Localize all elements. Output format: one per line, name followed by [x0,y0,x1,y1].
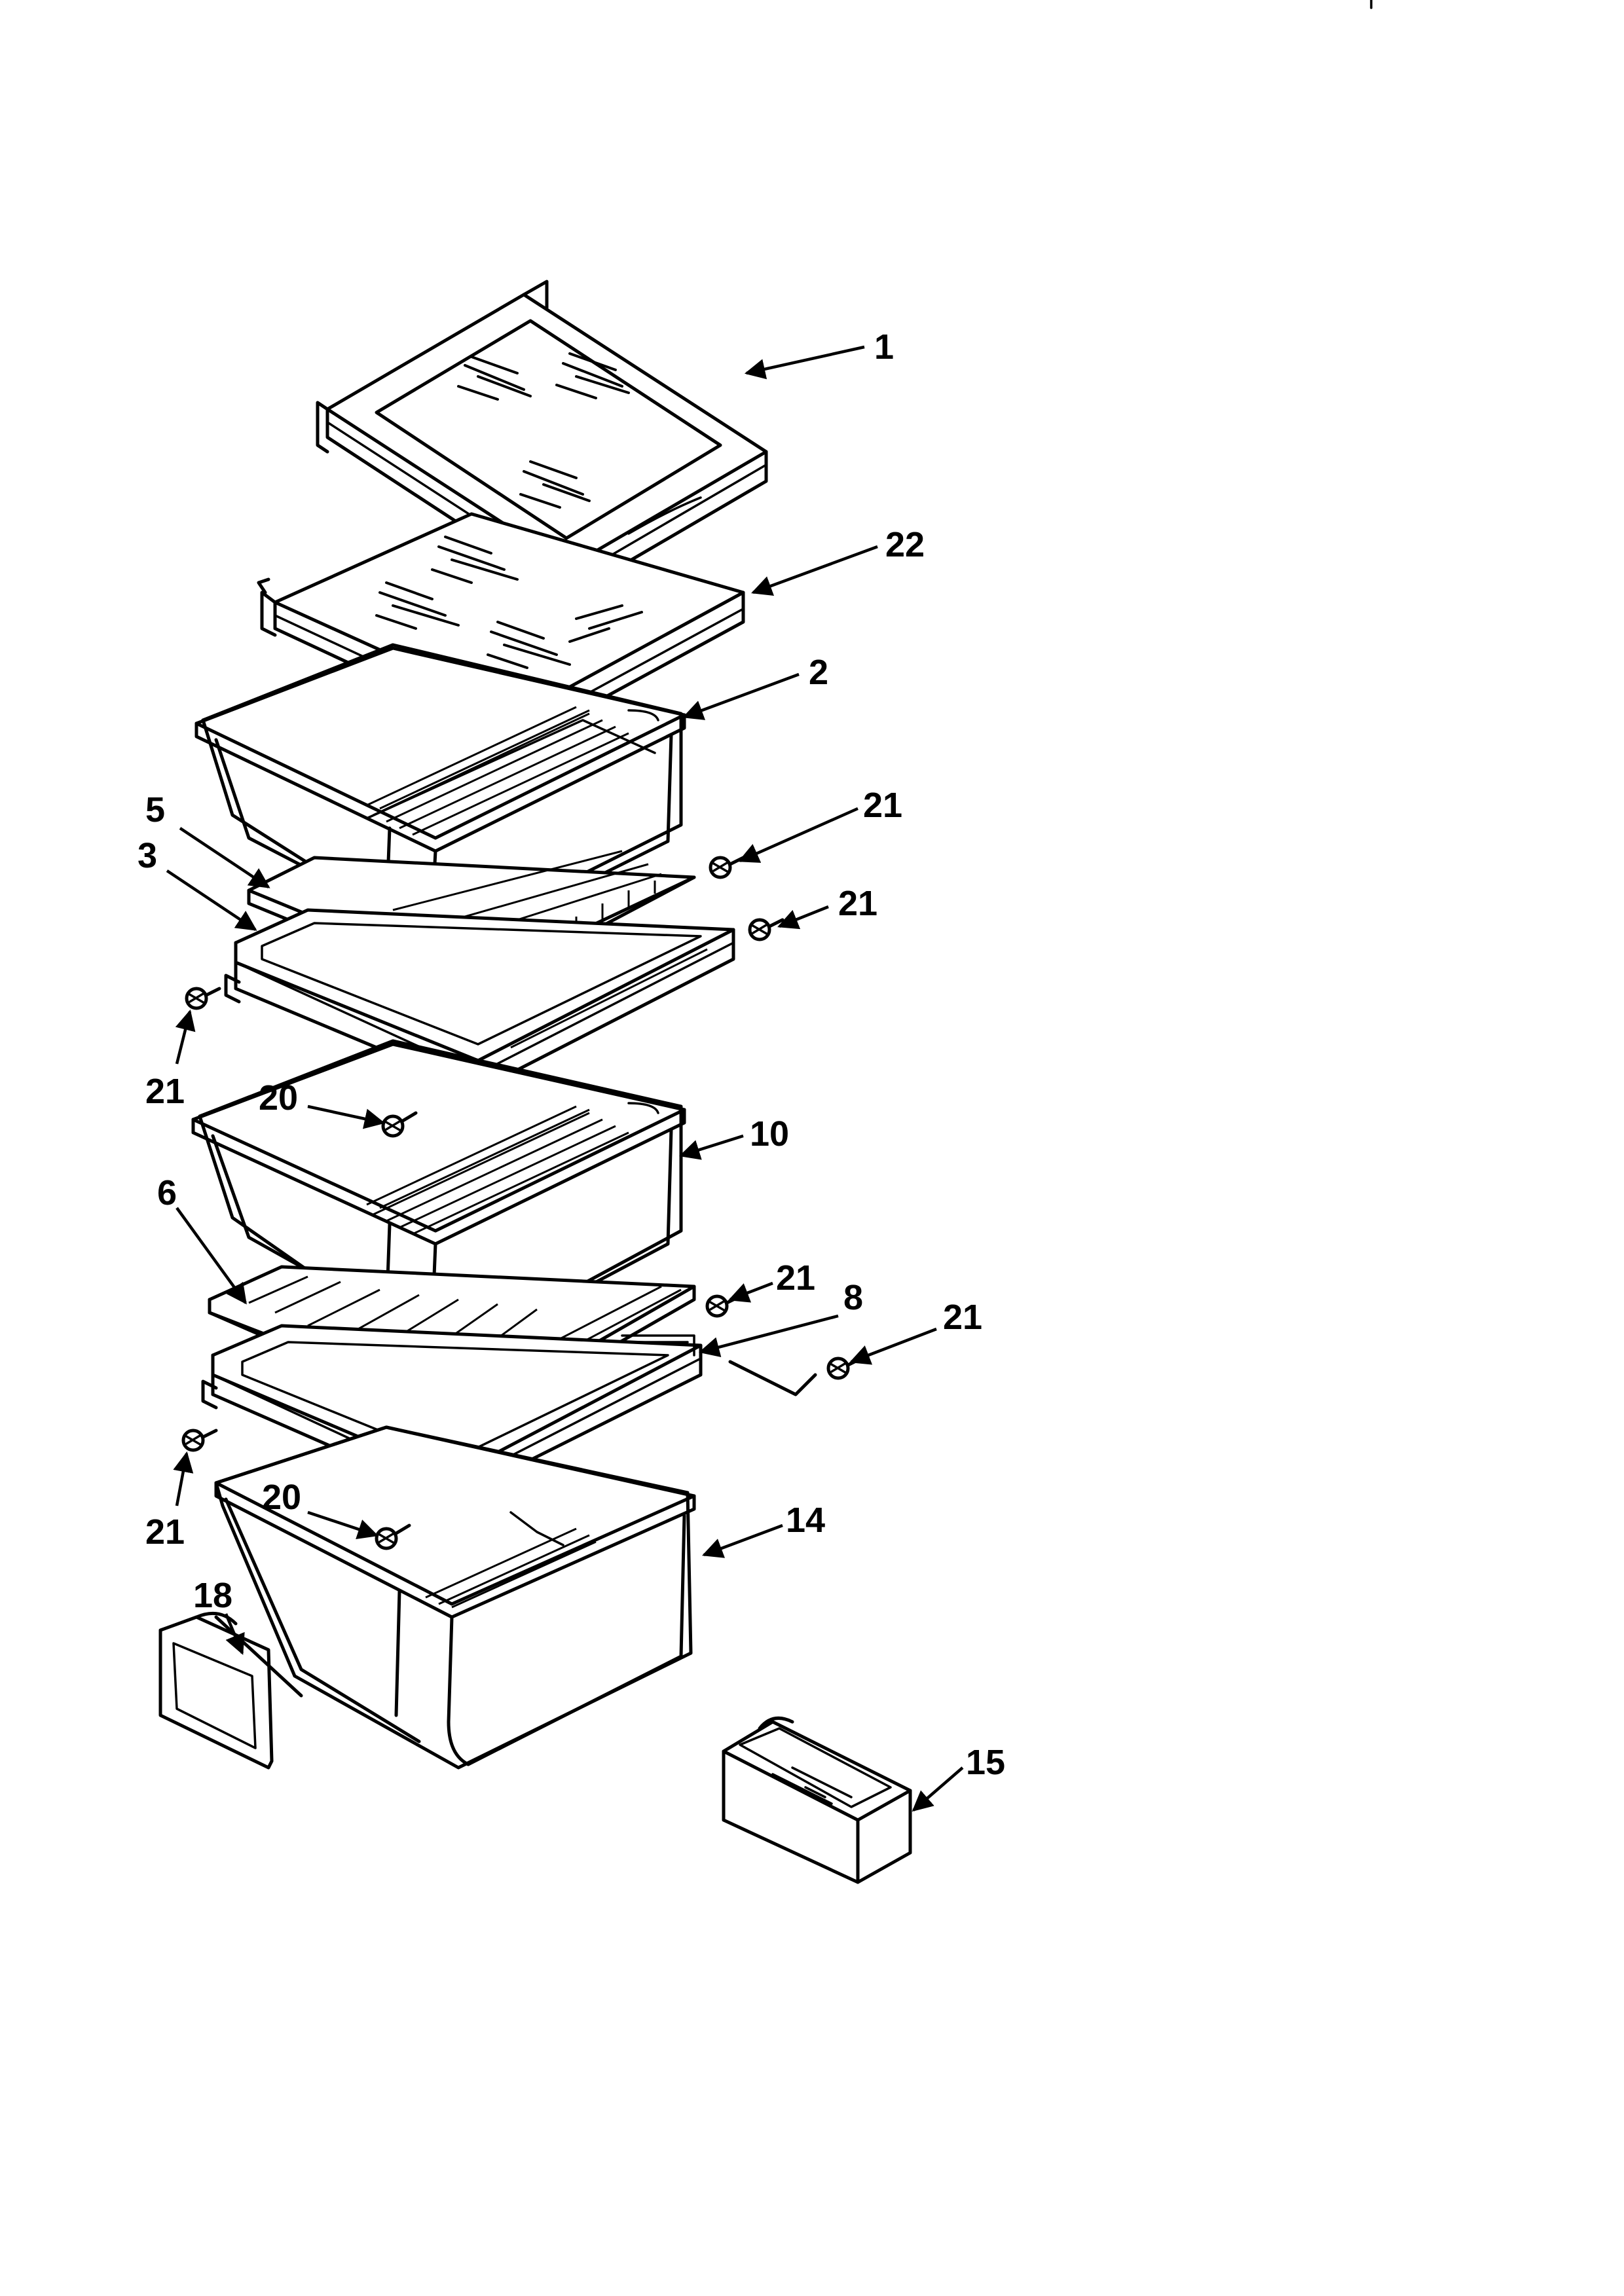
callout-8: 8 [843,1278,863,1317]
callout-15: 15 [966,1743,1005,1782]
leader-6 [175,1207,247,1305]
leader-8 [698,1314,839,1358]
leader-21-f [173,1451,194,1506]
fastener-21-e [728,1357,863,1396]
leader-21-b [777,905,829,930]
leader-3 [166,869,257,931]
part-14-meat-drawer [214,1425,696,1770]
leader-lines [166,345,964,1812]
leader-18 [224,1613,245,1655]
callout-18: 18 [193,1576,232,1615]
callout-5: 5 [145,790,165,829]
fastener-21-c [185,987,221,1010]
callout-21-f: 21 [145,1512,185,1552]
leader-14 [702,1523,783,1558]
leader-21-e [849,1327,937,1365]
callout-21-c: 21 [145,1072,185,1111]
leader-2 [682,672,800,720]
part-15-storage-bin [722,1716,912,1884]
leader-1 [744,345,865,380]
leader-21-a [738,807,858,863]
callout-14: 14 [786,1501,825,1540]
callout-3: 3 [138,836,157,875]
callout-21-e: 21 [943,1298,982,1337]
fastener-20-b [375,1523,411,1550]
part-3-cover-frame [224,908,735,1092]
callout-6: 6 [157,1173,177,1212]
part-1-shelf-frame [316,280,768,598]
callout-20-a: 20 [259,1078,298,1118]
leader-21-d [728,1281,773,1303]
callout-2: 2 [809,653,828,692]
callout-20-b: 20 [262,1478,301,1517]
leader-20-b [307,1510,378,1539]
fastener-21-b [748,918,784,941]
leader-10 [678,1134,744,1160]
callout-10: 10 [750,1114,789,1154]
leader-21-c [175,1009,196,1065]
callout-22: 22 [885,525,925,564]
callout-21-a: 21 [863,786,902,825]
leader-20-a [307,1104,386,1129]
leader-15 [912,1766,964,1812]
callout-21-d: 21 [776,1258,815,1298]
callout-21-b: 21 [838,884,877,923]
fastener-21-a [709,856,745,879]
leader-22 [751,545,878,596]
fastener-21-f [181,1429,218,1452]
callout-1: 1 [874,327,894,367]
leader-5 [179,827,270,888]
callout-labels: 1 22 2 21 5 3 21 21 20 10 6 21 8 21 21 2… [138,327,1005,1782]
